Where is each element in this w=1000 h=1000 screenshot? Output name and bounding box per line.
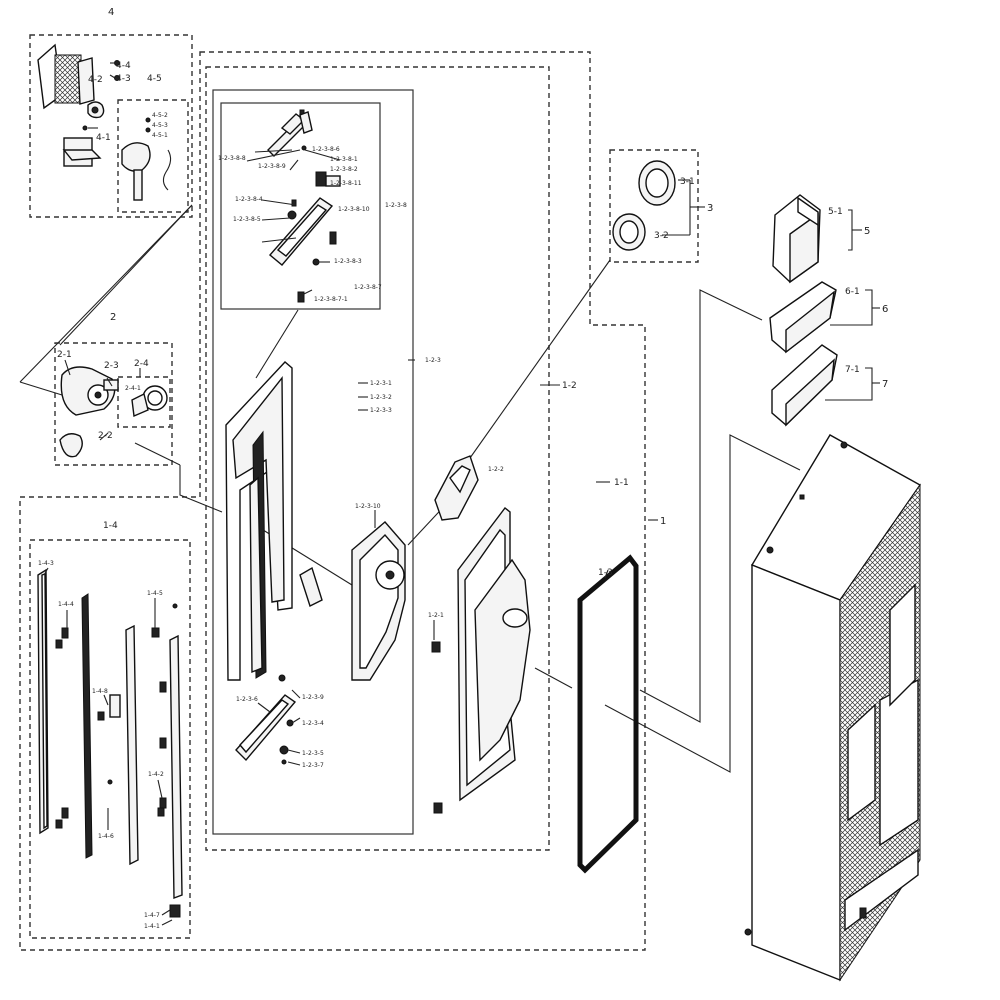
group-2-frame (54, 342, 173, 466)
group-4-parts (37, 43, 172, 201)
label-1-2-3-1: 1-2-3-1 (370, 380, 392, 387)
group-2-4-frame (117, 376, 171, 428)
label-2-1: 2-1 (57, 350, 72, 360)
label-1-2-3-8-1: 1-2-3-8-1 (330, 156, 358, 163)
group-2-parts (59, 366, 168, 458)
group-1-2-parts (431, 455, 531, 814)
label-1-2-3-3: 1-2-3-3 (370, 407, 392, 414)
label-2-4-1: 2-4-1 (125, 385, 141, 392)
label-group-1: 1 (660, 516, 666, 527)
label-group-4: 4 (108, 7, 114, 18)
label-1-2-3-8-4: 1-2-3-8-4 (235, 196, 263, 203)
label-1-4-8: 1-4-8 (92, 688, 108, 695)
label-3-2: 3-2 (654, 231, 669, 241)
label-4-1: 4-1 (96, 133, 111, 143)
label-1-4-4: 1-4-4 (58, 601, 74, 608)
group-1-frame (19, 51, 646, 951)
label-1-2: 1-2 (562, 381, 577, 391)
label-2-4: 2-4 (134, 359, 149, 369)
label-4-5: 4-5 (147, 74, 162, 84)
label-4-5-2: 4-5-2 (152, 112, 168, 119)
label-group-2: 2 (110, 312, 116, 323)
label-1-2-3-8-8: 1-2-3-8-8 (218, 155, 246, 162)
label-1-2-3-8-7-1: 1-2-3-8-7-1 (314, 296, 348, 303)
label-4-5-1: 4-5-1 (152, 132, 168, 139)
label-4-3: 4-3 (116, 74, 131, 84)
label-group-5: 5 (864, 226, 870, 237)
label-3-1: 3-1 (680, 177, 695, 187)
label-1-2-3-8-5: 1-2-3-8-5 (233, 216, 261, 223)
label-1-2-3-10: 1-2-3-10 (355, 503, 381, 510)
label-1-2-3-8-2: 1-2-3-8-2 (330, 166, 358, 173)
refrigerator-cabinet (744, 434, 922, 982)
label-1-2-1: 1-2-1 (428, 612, 444, 619)
group-4-frame (29, 34, 193, 218)
label-1-4-2: 1-4-2 (148, 771, 164, 778)
label-1-3: 1-3 (598, 568, 613, 578)
label-1-1: 1-1 (614, 478, 629, 488)
door-bins (769, 194, 838, 427)
label-group-7: 7 (882, 379, 888, 390)
label-1-2-3-8: 1-2-3-8 (385, 202, 407, 209)
label-4-5-3: 4-5-3 (152, 122, 168, 129)
group-1-2-frame (205, 66, 550, 851)
group-1-2-3-box (212, 89, 414, 835)
connector-lines (19, 179, 880, 773)
label-6-1: 6-1 (845, 287, 860, 297)
leader-ticks (43, 62, 610, 926)
label-7-1: 7-1 (845, 365, 860, 375)
label-1-2-3-6: 1-2-3-6 (236, 696, 258, 703)
group-3-frame (609, 149, 699, 263)
label-1-2-3-9: 1-2-3-9 (302, 694, 324, 701)
label-1-4-1: 1-4-1 (144, 923, 160, 930)
group-3-parts (612, 160, 676, 251)
label-1-2-3-5: 1-2-3-5 (302, 750, 324, 757)
label-4-4: 4-4 (116, 61, 131, 71)
label-group-6: 6 (882, 304, 888, 315)
group-1-4-parts (37, 568, 183, 918)
label-1-2-3-7: 1-2-3-7 (302, 762, 324, 769)
label-1-2-3-8-7: 1-2-3-8-7 (354, 284, 382, 291)
group-1-2-3-8-parts (267, 109, 341, 303)
label-4-2: 4-2 (88, 75, 103, 85)
label-1-2-3-2: 1-2-3-2 (370, 394, 392, 401)
label-5-1: 5-1 (828, 207, 843, 217)
group-1-2-3-parts (225, 361, 406, 765)
group-4-5-frame (117, 99, 189, 213)
label-1-2-3-8-3: 1-2-3-8-3 (334, 258, 362, 265)
label-1-2-3-8-11: 1-2-3-8-11 (330, 180, 362, 187)
label-1-4-5: 1-4-5 (147, 590, 163, 597)
label-1-4: 1-4 (103, 521, 118, 531)
door-gasket (577, 554, 639, 874)
label-1-2-2: 1-2-2 (488, 466, 504, 473)
part-labels: 4 4-4 4-3 4-2 4-5 4-1 4-5-2 4-5-3 4-5-1 … (38, 7, 888, 930)
label-1-4-7: 1-4-7 (144, 912, 160, 919)
label-1-2-3-4: 1-2-3-4 (302, 720, 324, 727)
label-1-2-3-8-10: 1-2-3-8-10 (338, 206, 370, 213)
label-1-2-3: 1-2-3 (425, 357, 441, 364)
label-group-3: 3 (707, 203, 713, 214)
label-2-2: 2-2 (98, 431, 113, 441)
label-1-2-3-8-9: 1-2-3-8-9 (258, 163, 286, 170)
group-1-2-3-8-box (220, 102, 381, 310)
label-1-4-3: 1-4-3 (38, 560, 54, 567)
label-1-2-3-8-6: 1-2-3-8-6 (312, 146, 340, 153)
label-1-4-6: 1-4-6 (98, 833, 114, 840)
label-2-3: 2-3 (104, 361, 119, 371)
